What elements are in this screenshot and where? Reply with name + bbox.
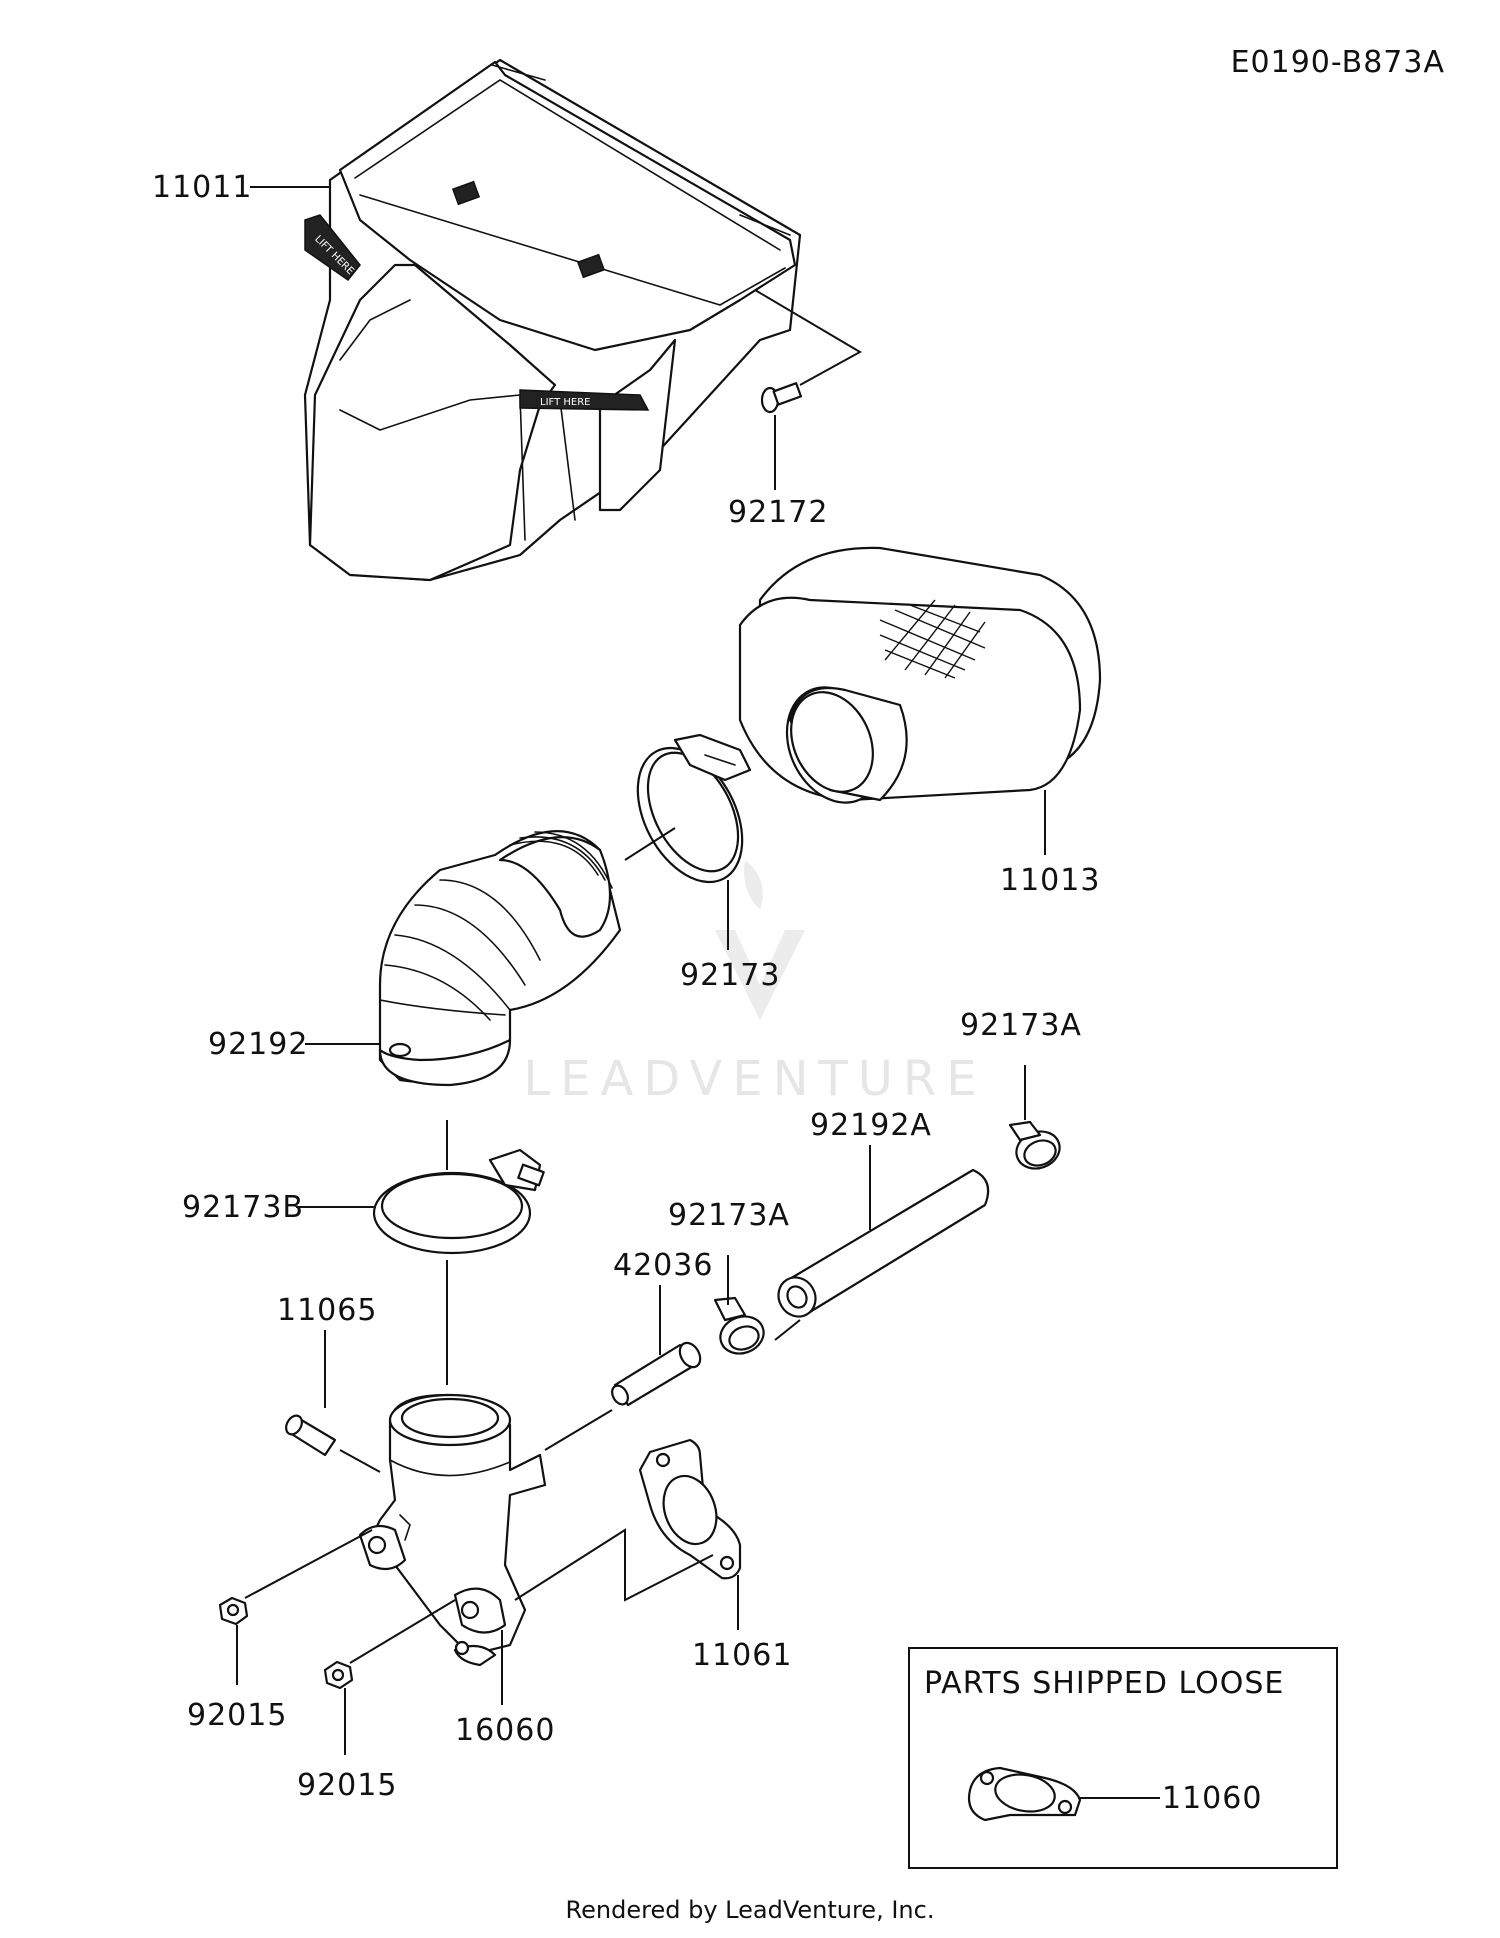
leader-fitting-to-manifold <box>544 1409 613 1451</box>
lift-here-label-front: LIFT HERE <box>540 397 591 408</box>
callout-16060[interactable]: 16060 <box>455 1713 555 1748</box>
callout-11061[interactable]: 11061 <box>692 1638 792 1673</box>
callout-92192A[interactable]: 92192A <box>810 1108 932 1143</box>
watermark-text: LEADVENTURE <box>523 1051 986 1107</box>
callout-92172[interactable]: 92172 <box>728 495 828 530</box>
breather-fitting-42036[interactable] <box>609 1339 704 1407</box>
screw-92172[interactable] <box>760 382 803 414</box>
callout-92173B[interactable]: 92173B <box>182 1190 304 1225</box>
breather-hose-92192A[interactable] <box>771 1168 990 1323</box>
hose-clip-92173A-upper[interactable] <box>1008 1120 1065 1174</box>
callout-11065[interactable]: 11065 <box>277 1293 377 1328</box>
gasket-11060[interactable] <box>967 1766 1082 1822</box>
callout-92173A-upper[interactable]: 92173A <box>960 1008 1082 1043</box>
elbow-hose-92192[interactable] <box>378 830 622 1087</box>
callout-92173A-lower[interactable]: 92173A <box>668 1198 790 1233</box>
callout-11011[interactable]: 11011 <box>152 170 252 205</box>
diagram-code: E0190-B873A <box>1231 45 1445 80</box>
callout-11060[interactable]: 11060 <box>1162 1781 1262 1816</box>
air-cleaner-cover[interactable]: LIFT HERE LIFT HERE <box>303 58 802 582</box>
hose-clamp-92173B[interactable] <box>372 1148 545 1255</box>
hose-clamp-92173[interactable] <box>616 730 763 899</box>
callout-42036[interactable]: 42036 <box>613 1248 713 1283</box>
callout-92015-a[interactable]: 92015 <box>187 1698 287 1733</box>
callout-11013[interactable]: 11013 <box>1000 863 1100 898</box>
callout-92015-b[interactable]: 92015 <box>297 1768 397 1803</box>
loose-box-title: PARTS SHIPPED LOOSE <box>924 1666 1284 1701</box>
gasket-11061[interactable] <box>638 1438 742 1580</box>
nut-92015-b[interactable] <box>323 1660 354 1690</box>
intake-manifold-16060[interactable] <box>358 1393 547 1667</box>
watermark: LEADVENTURE <box>523 860 986 1107</box>
hose-clip-92173A-lower[interactable] <box>713 1296 769 1359</box>
pin-11065[interactable] <box>283 1413 337 1457</box>
leader-nut-a-to-manifold <box>244 1529 373 1599</box>
leader-nut-b-to-manifold <box>349 1599 456 1664</box>
air-filter-element[interactable] <box>738 546 1102 819</box>
leader-pin-to-manifold <box>339 1449 381 1473</box>
filter-mesh-pattern <box>879 599 986 679</box>
leader-92173-a <box>624 827 676 861</box>
leader-clip-to-hose <box>774 1319 801 1341</box>
parts-shipped-loose-box: PARTS SHIPPED LOOSE 11060 <box>908 1647 1338 1869</box>
callout-92173[interactable]: 92173 <box>680 958 780 993</box>
nut-92015-a[interactable] <box>218 1596 249 1626</box>
footer-credit: Rendered by LeadVenture, Inc. <box>565 1896 935 1924</box>
callout-92192[interactable]: 92192 <box>208 1027 308 1062</box>
leader-92172-a <box>754 289 863 386</box>
leader-11061-a <box>514 1528 714 1602</box>
